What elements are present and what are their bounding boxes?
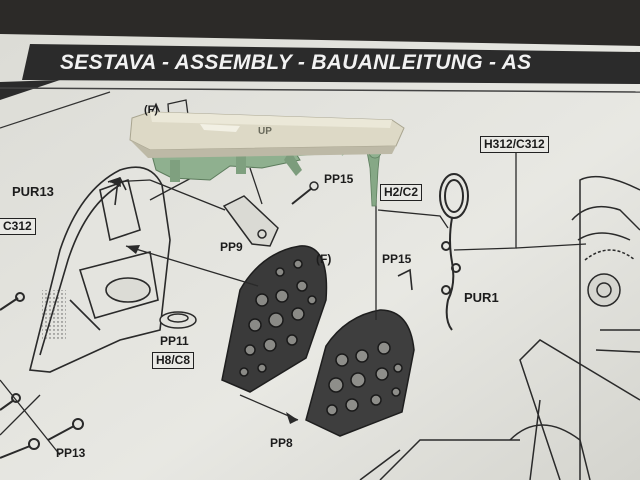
banner-underline bbox=[0, 87, 640, 93]
label-pp15-lower: PP15 bbox=[382, 252, 412, 266]
label-h312c312: H312/C312 bbox=[480, 136, 549, 153]
instrument-panel-secondary bbox=[305, 309, 415, 437]
left-pins bbox=[0, 292, 84, 459]
banner-title: SESTAVA - ASSEMBLY - BAUANLEITUNG - AS bbox=[60, 51, 532, 74]
label-pp13: PP13 bbox=[56, 446, 86, 460]
stray-label-up: UP bbox=[258, 126, 272, 137]
label-pp9: PP9 bbox=[220, 240, 243, 254]
pur1-chain-part bbox=[439, 173, 469, 331]
label-f-lower: (F) bbox=[316, 252, 332, 266]
label-pur1: PUR1 bbox=[464, 290, 499, 305]
label-f-upper: (F) bbox=[144, 104, 159, 116]
pp9-bracket-part bbox=[222, 181, 319, 247]
label-c312: C312 bbox=[0, 218, 36, 235]
banner-left-wedge bbox=[0, 80, 60, 100]
label-pp15-upper: PP15 bbox=[324, 172, 354, 186]
pp15-lower-pin bbox=[397, 268, 413, 291]
left-diagonal-rule bbox=[0, 91, 111, 129]
resin-casting-block bbox=[129, 111, 405, 158]
label-pur13: PUR13 bbox=[12, 184, 54, 199]
label-h8c8: H8/C8 bbox=[152, 352, 195, 369]
fuselage-drawing bbox=[359, 175, 640, 480]
pp11-disc-part bbox=[159, 311, 197, 329]
label-h2c2: H2/C2 bbox=[380, 184, 423, 201]
label-pp8: PP8 bbox=[270, 436, 293, 450]
label-pp11: PP11 bbox=[160, 334, 189, 348]
arrow-heads bbox=[110, 177, 298, 424]
title-banner bbox=[22, 44, 640, 84]
